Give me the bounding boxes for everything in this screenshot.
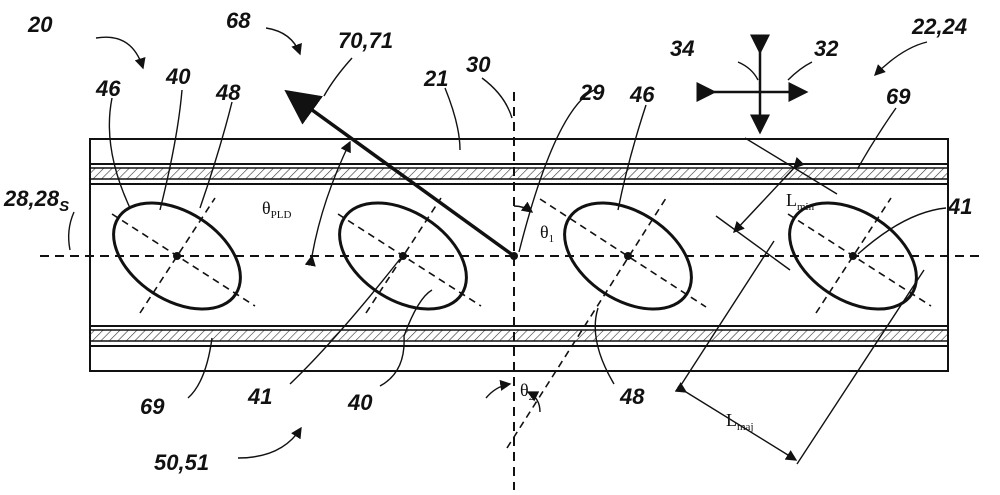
label-28: 28,28S	[3, 186, 69, 215]
label-21: 21	[423, 66, 448, 91]
ellipse-2	[337, 197, 482, 314]
theta-pld-arc	[304, 140, 351, 267]
top-hatched-layer	[89, 167, 949, 180]
label-46-left: 46	[95, 76, 121, 101]
label-28-main: 28,28	[3, 186, 60, 211]
label-40-top: 40	[165, 64, 191, 89]
theta2-arc-right	[526, 391, 541, 413]
ellipse-3	[506, 194, 707, 449]
theta1-label: θ1	[540, 222, 554, 245]
lmin-dimension	[715, 137, 838, 271]
label-28-sub: S	[59, 198, 69, 215]
label-41-right: 41	[947, 194, 972, 219]
label-69-top: 69	[886, 84, 911, 109]
label-20: 20	[27, 12, 53, 37]
label-30: 30	[466, 52, 491, 77]
label-68: 68	[226, 8, 251, 33]
label-46-mid: 46	[629, 82, 655, 107]
label-40-bottom: 40	[347, 390, 373, 415]
theta-pld-label: θPLD	[262, 198, 291, 221]
label-29: 29	[579, 80, 605, 105]
lmaj-dimension	[674, 240, 925, 465]
lmin-label: Lmin	[786, 190, 815, 213]
theta2-label: θ2	[520, 380, 534, 403]
direction-cross-icon	[696, 34, 809, 135]
theta2-arc-left	[485, 379, 512, 399]
label-41-bottom: 41	[247, 384, 272, 409]
label-22-24: 22,24	[911, 14, 967, 39]
laser-beam-arrow	[284, 89, 516, 258]
point-29	[510, 252, 518, 260]
strip-body	[89, 138, 949, 372]
theta1-arc	[513, 201, 534, 213]
lmaj-label: Lmaj	[726, 410, 754, 433]
label-69-bottom: 69	[140, 394, 165, 419]
reference-labels: 20 68 70,71 30 21 29 34 32 22,24 69 46 4…	[3, 8, 972, 475]
ellipse-1	[111, 197, 256, 314]
label-48-bottom: 48	[619, 384, 645, 409]
reference-curved-arrows	[95, 27, 928, 459]
label-50-51: 50,51	[154, 450, 209, 475]
bottom-hatched-layer	[89, 329, 949, 342]
label-32: 32	[814, 36, 839, 61]
leader-lines	[67, 57, 947, 399]
symbol-labels: θPLD θ1 θ2 Lmin Lmaj	[262, 190, 815, 433]
label-34: 34	[670, 36, 694, 61]
label-48-top: 48	[215, 80, 241, 105]
label-70-71: 70,71	[338, 28, 393, 53]
